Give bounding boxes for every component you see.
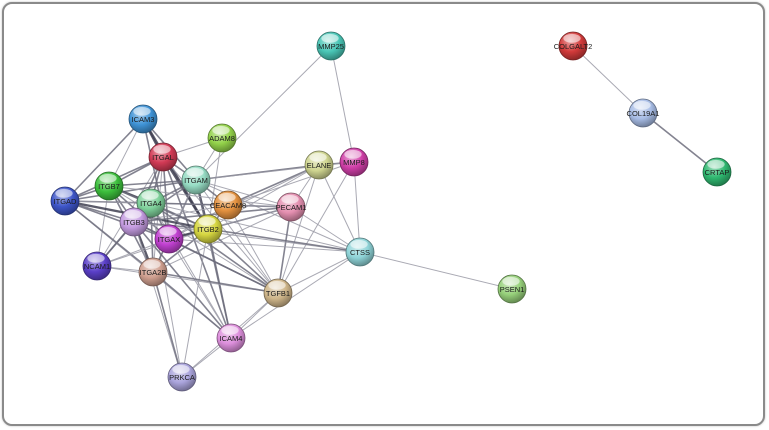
node-highlight: [153, 144, 171, 154]
edge-itgb3-icam4: [133, 221, 232, 339]
node-itgax[interactable]: ITGAX: [154, 224, 184, 254]
node-highlight: [141, 190, 159, 200]
edge-itgb2-prkca: [181, 228, 209, 378]
node-crtap[interactable]: CRTAP: [702, 157, 732, 187]
node-ctss[interactable]: CTSS: [345, 237, 375, 267]
edge-itgam-tgfb1: [195, 179, 279, 294]
node-highlight: [707, 159, 725, 169]
edge-col19a1-crtap: [642, 112, 718, 173]
edge-itgb2-tgfb1: [207, 228, 279, 294]
node-highlight: [55, 188, 73, 198]
node-highlight: [198, 216, 216, 226]
node-highlight: [218, 192, 236, 202]
edge-ceacam8-tgfb1: [227, 204, 279, 294]
node-highlight: [633, 100, 651, 110]
edge-itgb2-ncam1: [96, 228, 209, 267]
node-colgalt2[interactable]: COLGALT2: [554, 31, 593, 61]
node-highlight: [124, 209, 142, 219]
node-highlight: [172, 364, 190, 374]
node-psen1[interactable]: PSEN1: [497, 274, 527, 304]
edge-ctss-tgfb1: [277, 251, 361, 294]
edge-ctss-icam4: [230, 251, 361, 339]
node-ncam1[interactable]: NCAM1: [82, 251, 112, 281]
edge-itgb3-prkca: [133, 221, 183, 378]
edge-icam3-itgad: [64, 118, 144, 202]
node-highlight: [221, 325, 239, 335]
edge-ctss-psen1: [359, 251, 513, 290]
node-itgb3[interactable]: ITGB3: [119, 207, 149, 237]
edge-itga4-ctss: [150, 202, 361, 253]
node-itga2b[interactable]: ITGA2B: [138, 257, 168, 287]
edge-pecam1-itgb3: [133, 206, 292, 223]
node-highlight: [268, 280, 286, 290]
node-highlight: [186, 167, 204, 177]
node-highlight: [133, 106, 151, 116]
node-icam3[interactable]: ICAM3: [128, 104, 158, 134]
edge-layer: [63, 45, 718, 378]
edge-mmp8-ceacam8: [227, 161, 355, 206]
node-adam8[interactable]: ADAM8: [207, 123, 237, 153]
edge-itga2b-icam4: [152, 271, 232, 339]
node-highlight: [87, 253, 105, 263]
node-highlight: [99, 173, 117, 183]
edge-elane-tgfb1: [277, 164, 320, 294]
edge-adam8-itgb2: [207, 137, 223, 230]
node-itgad[interactable]: ITGAD: [50, 186, 80, 216]
edge-itgax-icam4: [168, 238, 232, 339]
edge-itgax-tgfb1: [168, 238, 279, 294]
edge-itgad-itga2b: [64, 200, 154, 273]
node-itgb7[interactable]: ITGB7: [94, 171, 124, 201]
edge-itgam-pecam1: [195, 179, 292, 208]
node-mmp8[interactable]: MMP8: [339, 147, 369, 177]
edge-itgam-itgad: [64, 179, 197, 202]
node-highlight: [281, 194, 299, 204]
edge-mmp25-mmp8: [330, 45, 355, 163]
node-highlight: [321, 33, 339, 43]
node-highlight: [309, 152, 327, 162]
edge-itga2b-tgfb1: [152, 271, 279, 294]
node-highlight: [212, 125, 230, 135]
node-highlight: [563, 33, 581, 43]
edge-elane-ctss: [318, 164, 361, 253]
edge-itgam-itgb7: [108, 179, 197, 187]
edge-ceacam8-itgb3: [133, 204, 229, 223]
node-itgam[interactable]: ITGAM: [181, 165, 211, 195]
node-elane[interactable]: ELANE: [304, 150, 334, 180]
node-highlight: [502, 276, 520, 286]
edge-pecam1-tgfb1: [277, 206, 292, 294]
node-highlight: [143, 259, 161, 269]
edge-itgb2-ctss: [207, 228, 361, 253]
node-highlight: [344, 149, 362, 159]
node-tgfb1[interactable]: TGFB1: [263, 278, 293, 308]
edge-colgalt2-col19a1: [572, 45, 644, 114]
edge-itga2b-prkca: [152, 271, 183, 378]
node-prkca[interactable]: PRKCA: [167, 362, 197, 392]
node-mmp25[interactable]: MMP25: [316, 31, 346, 61]
node-highlight: [350, 239, 368, 249]
edge-itgb7-pecam1: [108, 185, 292, 208]
edge-mmp8-tgfb1: [277, 161, 355, 294]
edge-mmp8-ctss: [353, 161, 361, 253]
node-icam4[interactable]: ICAM4: [216, 323, 246, 353]
node-highlight: [159, 226, 177, 236]
node-itgal[interactable]: ITGAL: [148, 142, 178, 172]
edge-pecam1-itga2b: [152, 206, 292, 273]
edge-elane-ceacam8: [227, 164, 320, 206]
edge-itgal-icam4: [162, 156, 232, 339]
node-itgb2[interactable]: ITGB2: [193, 214, 223, 244]
